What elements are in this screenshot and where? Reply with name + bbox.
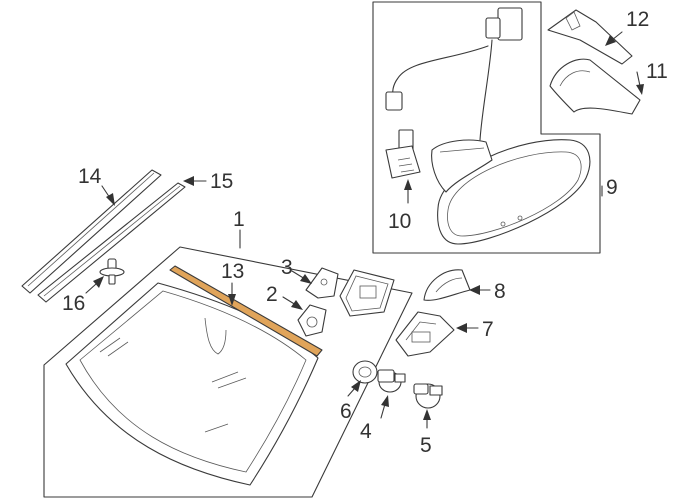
windshield-panel — [43, 246, 413, 498]
callout-14: 14 — [78, 165, 102, 188]
callout-16: 16 — [62, 292, 85, 315]
sensor-cover-2[interactable] — [297, 304, 327, 337]
callout-5: 5 — [420, 434, 432, 457]
trim-12[interactable] — [547, 9, 633, 65]
bracket-3[interactable] — [305, 267, 339, 299]
callout-9: 9 — [606, 176, 618, 199]
windshield-glass — [65, 282, 319, 486]
cowl-strip-15[interactable] — [37, 182, 186, 303]
callout-15: 15 — [210, 170, 233, 193]
sensor-5[interactable] — [413, 383, 443, 409]
grommet-6[interactable] — [352, 360, 378, 384]
callout-11: 11 — [646, 60, 668, 83]
callout-2: 2 — [266, 283, 278, 306]
wiring-harness — [385, 7, 523, 141]
clip-16[interactable] — [99, 258, 125, 285]
moulding-strip-13[interactable] — [169, 265, 323, 357]
callout-labels: 1 13 3 2 14 15 16 6 4 5 7 8 9 10 11 12 — [62, 8, 668, 457]
callout-12: 12 — [626, 8, 649, 31]
cowl-strip-14[interactable] — [21, 169, 162, 294]
mount-bracket-7[interactable] — [395, 311, 455, 357]
callout-3: 3 — [281, 256, 293, 279]
callout-10: 10 — [388, 210, 411, 233]
callout-6: 6 — [340, 400, 352, 423]
callout-7: 7 — [482, 318, 494, 341]
callout-1: 1 — [233, 208, 245, 231]
cover-11[interactable] — [549, 58, 641, 115]
connector-10[interactable] — [385, 129, 421, 179]
rearview-mirror-9[interactable] — [431, 139, 591, 245]
callout-8: 8 — [494, 280, 506, 303]
mirror-inset-box — [372, 1, 601, 254]
cover-8[interactable] — [423, 269, 471, 301]
callout-4: 4 — [360, 420, 372, 443]
sensor-4[interactable] — [377, 369, 406, 393]
sensor-housing[interactable] — [339, 269, 395, 317]
callout-13: 13 — [221, 260, 244, 283]
leader-lines — [85, 31, 644, 429]
